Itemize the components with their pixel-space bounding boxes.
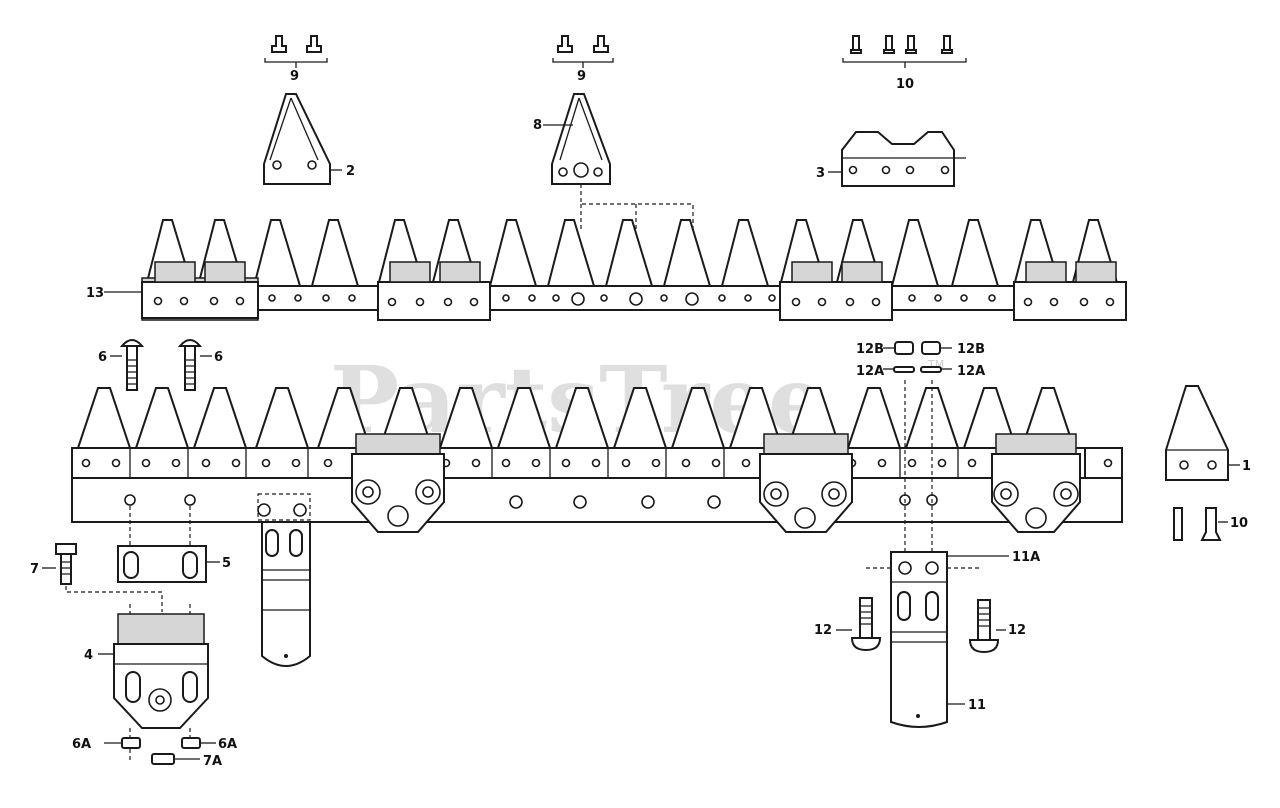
callout-3: 3 xyxy=(816,166,825,181)
guard-clamp-right[interactable] xyxy=(991,433,1081,533)
callout-4: 4 xyxy=(84,648,93,663)
callout-8: 8 xyxy=(533,118,542,133)
callout-6-left: 6 xyxy=(98,350,107,365)
callout-7: 7 xyxy=(30,562,39,577)
callout-2: 2 xyxy=(346,164,355,179)
callout-12B-right: 12B xyxy=(957,342,985,357)
nut-12B-right[interactable] xyxy=(921,341,952,355)
rivet-set-9-left[interactable] xyxy=(264,35,328,68)
nut-12B-left[interactable] xyxy=(883,341,914,355)
rivet-set-9-middle[interactable] xyxy=(552,35,614,68)
plate-5[interactable] xyxy=(117,506,220,583)
nut-7A[interactable] xyxy=(151,753,200,765)
callout-7A: 7A xyxy=(203,754,222,769)
knife-section-2[interactable] xyxy=(263,93,342,185)
section-3[interactable] xyxy=(828,131,966,187)
callout-12A-left: 12A xyxy=(856,364,884,379)
washer-12A-left[interactable] xyxy=(883,366,915,373)
cutter-bar-assembly-13[interactable] xyxy=(104,219,1127,321)
rivet-set-10-top[interactable] xyxy=(842,35,967,68)
callout-10-right: 10 xyxy=(1230,516,1248,531)
knife-section-1[interactable] xyxy=(1165,385,1240,481)
bolt-6-left[interactable] xyxy=(110,339,145,391)
callout-12-left: 12 xyxy=(814,623,832,638)
callout-12B-left: 12B xyxy=(856,342,884,357)
bolt-12-left[interactable] xyxy=(836,597,882,652)
callout-12-right: 12 xyxy=(1008,623,1026,638)
callout-11A: 11A xyxy=(1012,550,1040,565)
callout-9-middle: 9 xyxy=(577,69,586,84)
rivet-set-10-right[interactable] xyxy=(1173,507,1228,541)
callout-9-left: 9 xyxy=(290,69,299,84)
guard-clamp-middle[interactable] xyxy=(759,433,853,533)
guard-bar[interactable] xyxy=(71,387,1123,523)
bolt-6-right[interactable] xyxy=(177,339,212,391)
knife-head-4[interactable] xyxy=(98,604,209,760)
guard-clamp-left[interactable] xyxy=(351,433,445,533)
washer-12A-right[interactable] xyxy=(920,366,952,373)
callout-6A-left: 6A xyxy=(72,737,91,752)
bolt-12-right[interactable] xyxy=(968,599,1006,654)
pitman-arm-left[interactable] xyxy=(257,493,311,667)
callout-13: 13 xyxy=(86,286,104,301)
bolt-7[interactable] xyxy=(42,543,163,612)
pitman-arm-11[interactable] xyxy=(866,380,1009,728)
callout-1: 1 xyxy=(1242,459,1251,474)
nut-6A-right[interactable] xyxy=(181,737,216,749)
callout-11: 11 xyxy=(968,698,986,713)
callout-6A-right: 6A xyxy=(218,737,237,752)
callout-10-top: 10 xyxy=(896,77,914,92)
callout-5: 5 xyxy=(222,556,231,571)
knife-section-8[interactable] xyxy=(543,93,694,294)
nut-6A-left[interactable] xyxy=(104,737,141,749)
callout-6-right: 6 xyxy=(214,350,223,365)
callout-12A-right: 12A xyxy=(957,364,985,379)
